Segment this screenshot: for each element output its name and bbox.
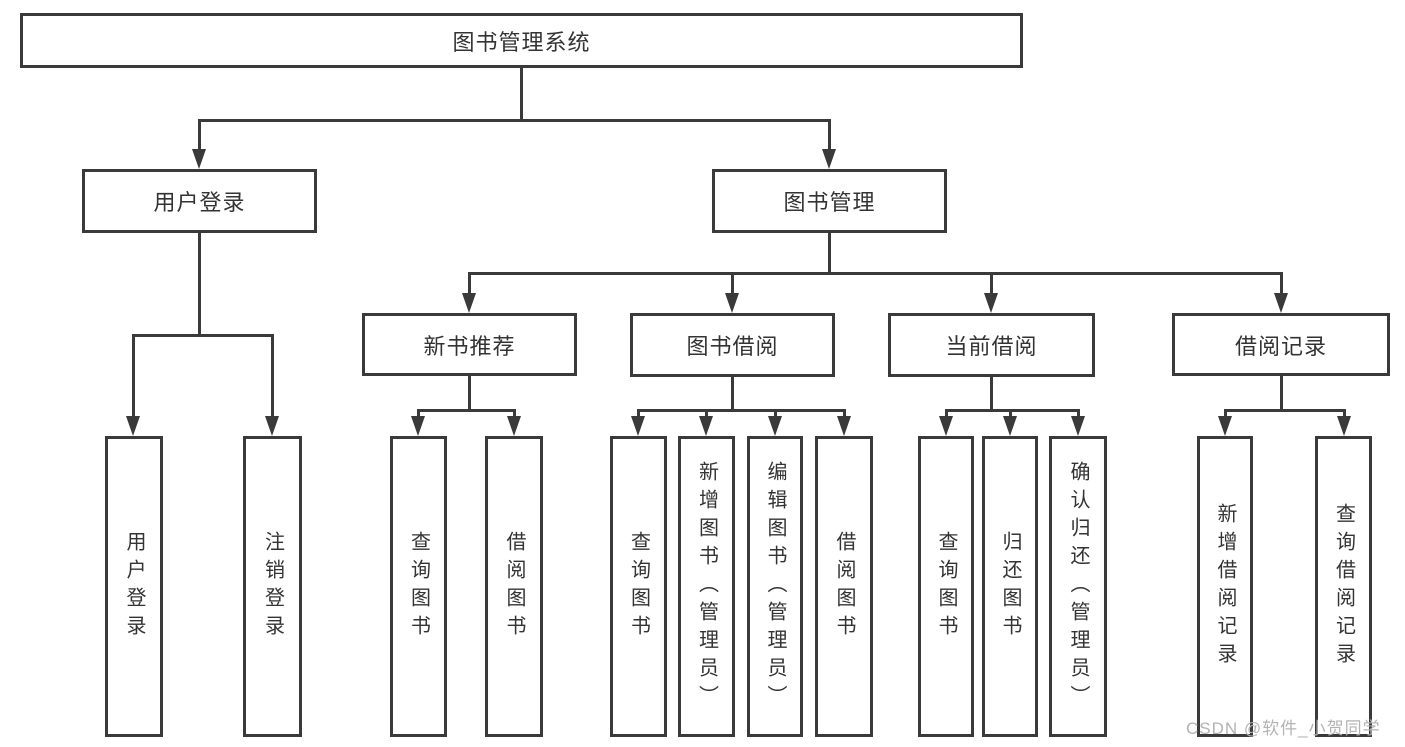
node-new-book-recommendation-label: 新书推荐 bbox=[423, 333, 516, 359]
node-current-borrowing: 当前借阅 bbox=[888, 313, 1095, 377]
leaf-query-borrow-record: 查询借阅记录 bbox=[1315, 436, 1372, 737]
node-book-management: 图书管理 bbox=[712, 169, 947, 233]
connector-segment bbox=[469, 272, 1281, 275]
arrowhead-down-icon bbox=[984, 293, 998, 313]
connector-segment bbox=[638, 409, 844, 412]
connector-segment bbox=[1280, 376, 1283, 411]
leaf-return-books: 归还图书 bbox=[982, 436, 1038, 737]
connector-segment bbox=[1009, 409, 1012, 420]
connector-segment bbox=[1077, 409, 1080, 420]
leaf-add-books-admin: 新增图书（管理员） bbox=[678, 436, 735, 737]
connector-segment bbox=[731, 272, 734, 297]
connector-segment bbox=[731, 377, 734, 411]
connector-segment bbox=[468, 272, 471, 297]
leaf-user-login: 用户登录 bbox=[105, 436, 163, 737]
leaf-query-books-recommend: 查询图书 bbox=[390, 436, 447, 737]
connector-segment bbox=[520, 68, 523, 120]
node-new-book-recommendation: 新书推荐 bbox=[362, 313, 577, 376]
connector-segment bbox=[945, 409, 948, 420]
node-current-borrowing-label: 当前借阅 bbox=[945, 334, 1038, 359]
connector-segment bbox=[990, 377, 993, 411]
connector-segment bbox=[513, 409, 516, 420]
leaf-query-books-borrowing-label: 查询图书 bbox=[627, 530, 650, 643]
node-borrowing-records: 借阅记录 bbox=[1172, 313, 1390, 376]
arrowhead-down-icon bbox=[1337, 416, 1351, 436]
leaf-add-borrow-record-label: 新增借阅记录 bbox=[1214, 502, 1236, 671]
leaf-add-borrow-record: 新增借阅记录 bbox=[1197, 436, 1253, 737]
arrowhead-down-icon bbox=[1218, 416, 1232, 436]
leaf-edit-books-admin-label: 编辑图书（管理员） bbox=[764, 460, 786, 713]
connector-segment bbox=[417, 409, 420, 420]
node-user-login: 用户登录 bbox=[82, 169, 317, 233]
connector-segment bbox=[1225, 409, 1344, 412]
arrowhead-down-icon bbox=[837, 416, 851, 436]
connector-segment bbox=[199, 119, 829, 122]
arrowhead-down-icon bbox=[507, 416, 521, 436]
arrowhead-down-icon bbox=[939, 416, 953, 436]
leaf-query-books-borrowing: 查询图书 bbox=[610, 436, 667, 737]
arrowhead-down-icon bbox=[725, 293, 739, 313]
leaf-logout-label: 注销登录 bbox=[261, 530, 284, 643]
connector-segment bbox=[198, 233, 201, 336]
leaf-user-login-label: 用户登录 bbox=[123, 530, 145, 643]
csdn-watermark: CSDN @软件_小贺同学 bbox=[1186, 719, 1381, 738]
arrowhead-down-icon bbox=[1003, 416, 1017, 436]
connector-segment bbox=[843, 409, 846, 420]
arrowhead-down-icon bbox=[699, 416, 713, 436]
node-book-borrowing-label: 图书借阅 bbox=[686, 334, 779, 359]
leaf-add-books-admin-label: 新增图书（管理员） bbox=[695, 460, 718, 713]
arrowhead-down-icon bbox=[411, 416, 425, 436]
leaf-query-books-current-label: 查询图书 bbox=[935, 530, 957, 643]
connector-segment bbox=[198, 119, 201, 153]
node-borrowing-records-label: 借阅记录 bbox=[1234, 333, 1327, 359]
connector-segment bbox=[1280, 272, 1283, 297]
node-library-system-label: 图书管理系统 bbox=[452, 29, 591, 55]
arrowhead-down-icon bbox=[631, 416, 645, 436]
arrowhead-down-icon bbox=[1071, 416, 1085, 436]
connector-segment bbox=[1343, 409, 1346, 420]
connector-segment bbox=[468, 376, 471, 411]
connector-segment bbox=[828, 119, 831, 153]
arrowhead-down-icon bbox=[768, 416, 782, 436]
leaf-logout: 注销登录 bbox=[243, 436, 302, 737]
leaf-borrow-books-recommend: 借阅图书 bbox=[485, 436, 543, 737]
connector-segment bbox=[271, 334, 274, 420]
connector-segment bbox=[828, 233, 831, 274]
leaf-confirm-return-admin: 确认归还（管理员） bbox=[1049, 436, 1107, 737]
arrowhead-down-icon bbox=[192, 149, 206, 169]
arrowhead-down-icon bbox=[822, 149, 836, 169]
leaf-borrow-books-borrowing: 借阅图书 bbox=[815, 436, 873, 737]
connector-segment bbox=[946, 409, 1078, 412]
arrowhead-down-icon bbox=[462, 293, 476, 313]
arrowhead-down-icon bbox=[126, 416, 140, 436]
leaf-return-books-label: 归还图书 bbox=[999, 530, 1021, 643]
leaf-borrow-books-recommend-label: 借阅图书 bbox=[503, 530, 525, 643]
connector-segment bbox=[133, 334, 273, 337]
node-user-login-label: 用户登录 bbox=[153, 190, 246, 215]
connector-segment bbox=[132, 334, 135, 420]
node-library-system: 图书管理系统 bbox=[20, 13, 1023, 68]
connector-segment bbox=[705, 409, 708, 420]
connector-segment bbox=[1224, 409, 1227, 420]
connector-segment bbox=[774, 409, 777, 420]
leaf-query-borrow-record-label: 查询借阅记录 bbox=[1332, 502, 1355, 671]
connector-segment bbox=[418, 409, 515, 412]
arrowhead-down-icon bbox=[1274, 293, 1288, 313]
leaf-query-books-current: 查询图书 bbox=[918, 436, 974, 737]
node-book-borrowing: 图书借阅 bbox=[630, 313, 835, 377]
leaf-confirm-return-admin-label: 确认归还（管理员） bbox=[1067, 460, 1089, 713]
connector-segment bbox=[990, 272, 993, 297]
arrowhead-down-icon bbox=[265, 416, 279, 436]
leaf-edit-books-admin: 编辑图书（管理员） bbox=[747, 436, 803, 737]
leaf-query-books-recommend-label: 查询图书 bbox=[407, 530, 430, 643]
node-book-management-label: 图书管理 bbox=[783, 190, 876, 215]
connector-segment bbox=[637, 409, 640, 420]
leaf-borrow-books-borrowing-label: 借阅图书 bbox=[833, 530, 855, 643]
